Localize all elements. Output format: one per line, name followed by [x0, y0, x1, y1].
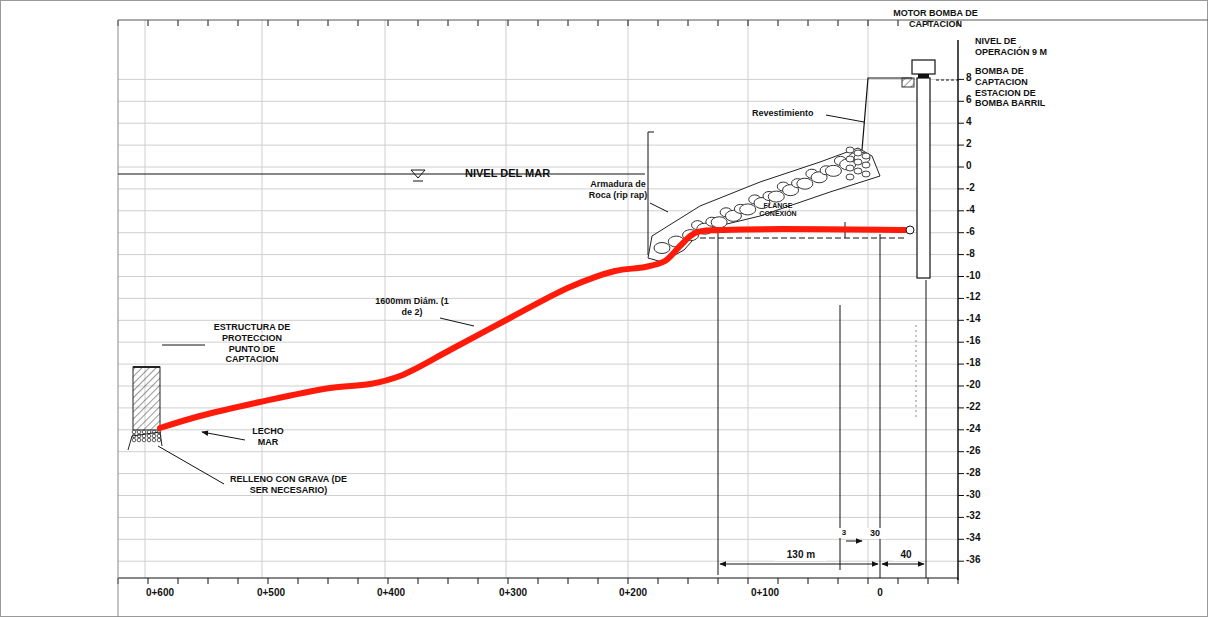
axis-value: 4 — [966, 116, 996, 128]
dimension-label: 130 m — [775, 549, 827, 561]
axis-value: -6 — [966, 226, 996, 238]
leader-line — [162, 345, 205, 346]
dimension-line — [926, 280, 927, 578]
leader-line — [650, 203, 668, 212]
axis-value: -16 — [966, 335, 996, 347]
pump-barrel — [917, 78, 930, 278]
component-label: BOMBA DE CAPTACION ESTACION DE BOMBA BAR… — [975, 66, 1053, 109]
component-label: LECHO MAR — [248, 426, 288, 448]
dimension-arrow — [846, 541, 862, 542]
axis-value: -12 — [966, 291, 996, 303]
chainage-value: 0+300 — [490, 587, 536, 599]
pump-motor — [912, 60, 935, 74]
axis-value: -2 — [966, 182, 996, 194]
dimension-label: 30 — [864, 528, 886, 539]
axis-value: 8 — [966, 72, 996, 84]
axis-value: 0 — [966, 160, 996, 172]
water-symbol — [413, 181, 423, 182]
pump-motor — [918, 74, 929, 78]
axis-value: -18 — [966, 357, 996, 369]
note-mark — [916, 325, 917, 420]
leader-line — [826, 115, 864, 122]
operation-level-line — [936, 80, 960, 81]
axis-value: -34 — [966, 532, 996, 544]
protection-structure — [133, 366, 160, 368]
dimension-arrow — [882, 564, 924, 565]
pump-base — [902, 78, 914, 87]
leader-line — [158, 446, 224, 484]
lining-line — [862, 78, 912, 150]
chainage-value: 0+500 — [248, 587, 294, 599]
chainage-value: 0 — [857, 587, 903, 599]
axis-value: -36 — [966, 554, 996, 566]
axis-value: -32 — [966, 510, 996, 522]
dimension-line — [880, 234, 881, 578]
chainage-value: 0+200 — [610, 587, 656, 599]
dimension-arrow — [720, 564, 878, 565]
component-label: Revestimiento — [752, 108, 832, 119]
axis-value: -24 — [966, 423, 996, 435]
axis-value: 2 — [966, 138, 996, 150]
axis-value: -14 — [966, 313, 996, 325]
component-label: Armadura de Roca (rip rap) — [585, 179, 651, 201]
chainage-value: 0+600 — [137, 587, 183, 599]
chainage-value: 0+400 — [368, 587, 414, 599]
dimension-line — [718, 232, 719, 575]
sea-level-line — [118, 173, 645, 174]
dimension-label: 3 — [838, 528, 850, 538]
axis-value: -30 — [966, 489, 996, 501]
chainage-value: 0+100 — [742, 587, 788, 599]
level-label: NIVEL DE OPERACIÓN 9 M — [975, 36, 1063, 58]
protection-structure — [133, 367, 160, 430]
grid — [118, 20, 1208, 617]
axis-value: -22 — [966, 401, 996, 413]
dimension-label: 40 — [893, 549, 919, 561]
flange-line — [700, 238, 905, 239]
reference-line — [648, 132, 654, 133]
axis-value: -4 — [966, 204, 996, 216]
leader-line — [202, 432, 245, 440]
axis-value: -26 — [966, 445, 996, 457]
level-label: NIVEL DEL MAR — [465, 167, 575, 180]
note-label: RELLENO CON GRAVA (DE SER NECESARIO) — [226, 474, 351, 496]
reference-line — [648, 132, 649, 255]
component-label: ESTRUCTURA DE PROTECCION PUNTO DE CAPTAC… — [208, 322, 296, 365]
axis-value: 6 — [966, 94, 996, 106]
axis-value: -8 — [966, 248, 996, 260]
component-label: MOTOR BOMBA DE CAPTACION — [888, 8, 983, 30]
leader-line — [440, 318, 474, 326]
component-label: FLANGE CONEXIÓN — [752, 202, 804, 219]
axis-value: -20 — [966, 379, 996, 391]
axis-value: -28 — [966, 467, 996, 479]
intake-pipe — [160, 226, 914, 428]
pipe-label: 1600mm Diám. (1 de 2) — [374, 296, 450, 318]
axis-value: -10 — [966, 270, 996, 282]
gravel-fill — [132, 430, 161, 442]
water-symbol — [411, 170, 425, 178]
seabed-line — [128, 432, 162, 450]
